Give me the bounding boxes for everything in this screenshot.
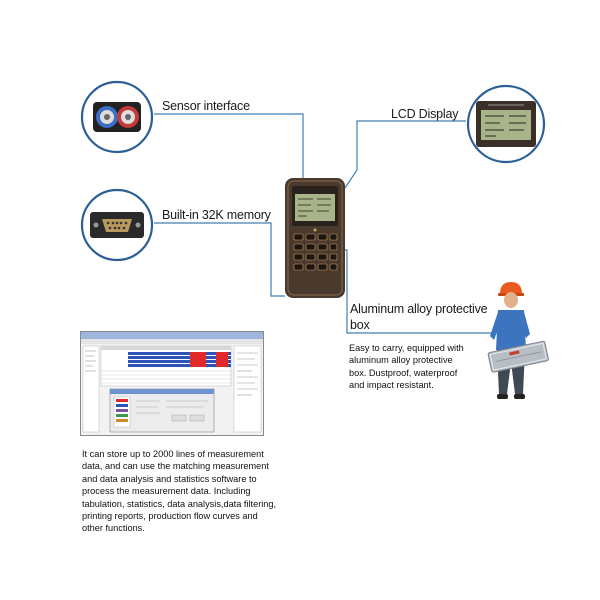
lcd-callout: [466, 84, 546, 164]
dual-connector-icon: [80, 80, 154, 154]
worker-with-case: [478, 276, 550, 408]
sensor-connector-line: [154, 113, 304, 180]
handheld-flowmeter: [283, 177, 347, 299]
sensor-interface-label: Sensor interface: [162, 99, 250, 113]
case-description: Easy to carry, equipped with aluminum al…: [349, 343, 464, 391]
lcd-screen-icon: [466, 84, 546, 164]
memory-callout: [80, 188, 154, 262]
case-label: Aluminum alloy protective box: [350, 302, 488, 332]
software-description: It can store up to 2000 lines of measure…: [82, 449, 277, 534]
lcd-display-label: LCD Display: [391, 107, 459, 121]
software-window-screenshot: [80, 331, 264, 436]
memory-connector-line: [154, 222, 285, 297]
db9-serial-port-icon: [80, 188, 154, 262]
device-lcd: [295, 194, 335, 221]
memory-label: Built-in 32K memory: [162, 208, 271, 222]
sensor-callout: [80, 80, 154, 154]
lcd-connector-line: [344, 120, 466, 189]
